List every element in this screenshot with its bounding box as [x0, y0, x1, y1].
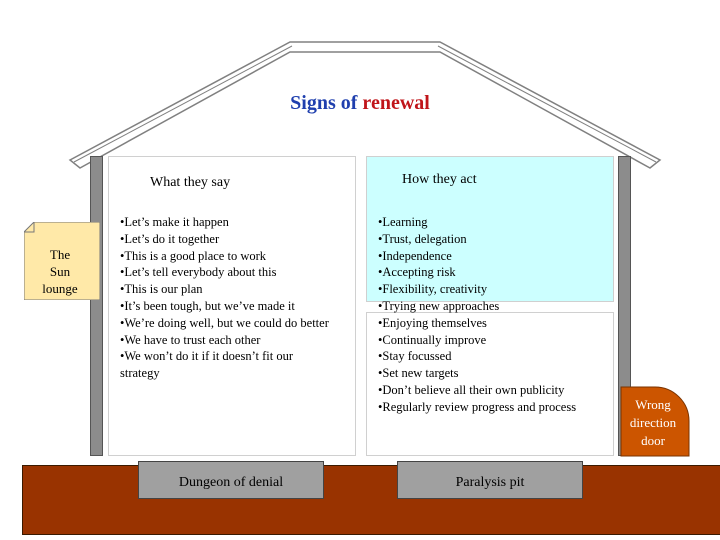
list-item: •This is our plan [120, 282, 203, 297]
list-item: •We’re doing well, but we could do bette… [120, 315, 329, 330]
list-item: •Let’s tell everybody about this [120, 265, 277, 280]
list-item: •Trying new approaches [378, 298, 500, 313]
left-wall [90, 156, 103, 456]
act-room-bottom [366, 312, 614, 456]
title-part-1: Signs of [290, 92, 358, 114]
say-heading: What they say [150, 175, 231, 190]
diagram-title: Signs of renewal [230, 92, 490, 115]
act-list: •Learning •Trust, delegation •Independen… [378, 214, 600, 416]
ground [22, 465, 720, 535]
title-part-2: renewal [362, 92, 430, 114]
list-item: •We won’t do it if it doesn’t fit our st… [120, 349, 294, 381]
list-item: •Set new targets [378, 366, 459, 381]
door-line-1: Wrong [635, 397, 671, 412]
list-item: •Let’s make it happen [120, 215, 229, 229]
list-item: •Continually improve [378, 332, 487, 347]
list-item: •Stay focussed [378, 349, 452, 364]
list-item: •Trust, delegation [378, 231, 467, 246]
wrong-direction-door-label: Wrong direction door [620, 396, 686, 450]
list-item: •Flexibility, creativity [378, 282, 488, 297]
list-item: •Enjoying themselves [378, 315, 487, 330]
sun-lounge-line-3: lounge [42, 281, 78, 296]
sun-lounge-line-1: The [49, 247, 71, 262]
list-item: •Let’s do it together [120, 231, 220, 246]
list-item: •Don’t believe all their own publicity [378, 382, 565, 397]
list-item: •Independence [378, 248, 452, 263]
list-item: •It’s been tough, but we’ve made it [120, 298, 295, 313]
say-list: •Let’s make it happen •Let’s do it toget… [120, 214, 334, 382]
say-room [108, 156, 356, 456]
list-item: •This is a good place to work [120, 248, 267, 263]
act-heading: How they act [402, 172, 477, 187]
act-room-top [366, 156, 614, 302]
door-line-2: direction [629, 415, 677, 430]
sun-lounge-label: The Sun lounge [34, 246, 86, 297]
paralysis-pit: Paralysis pit [397, 461, 583, 499]
wrong-direction-door-shape [620, 386, 690, 457]
list-item: •We have to trust each other [120, 332, 261, 347]
list-item: •Accepting risk [378, 265, 456, 280]
door-line-3: door [641, 433, 665, 448]
list-item: •Regularly review progress and process [378, 399, 577, 414]
dungeon-of-denial: Dungeon of denial [138, 461, 324, 499]
list-item: •Learning [378, 215, 428, 229]
sun-lounge-line-2: Sun [49, 264, 71, 279]
sun-lounge-shape [24, 222, 100, 300]
